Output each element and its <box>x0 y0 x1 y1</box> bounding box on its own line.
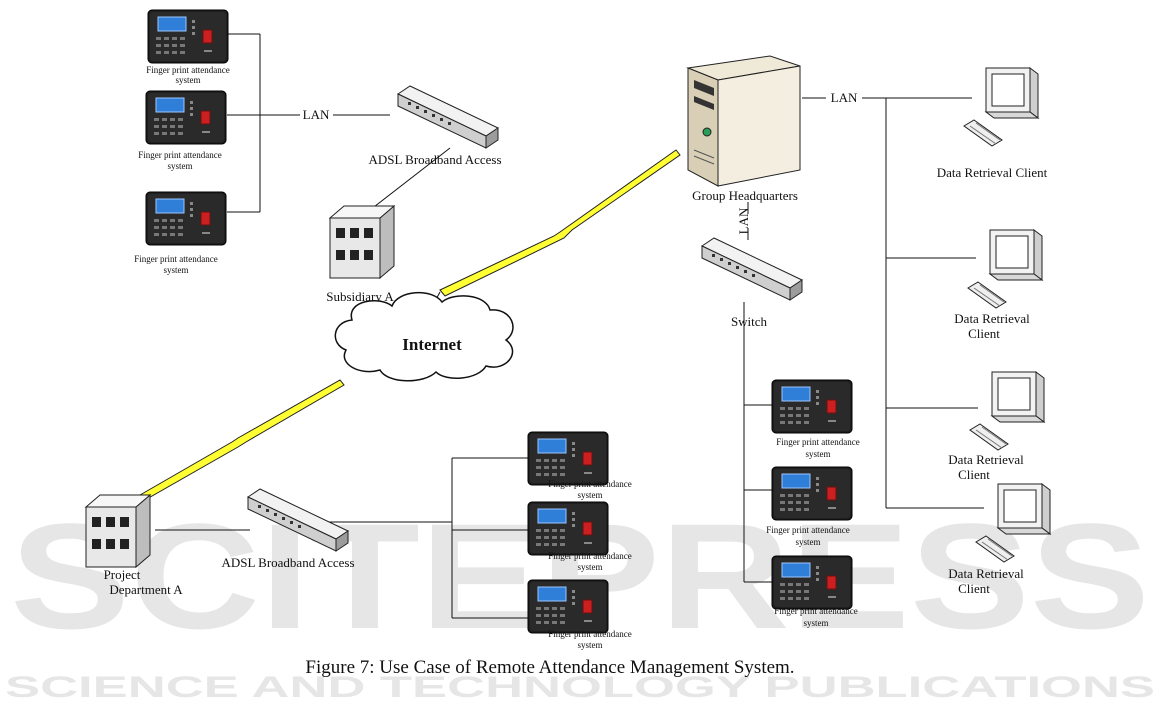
project-label: Department A <box>109 582 183 597</box>
fingerprint-label: system <box>163 265 188 275</box>
watermark-sub: SCIENCE AND TECHNOLOGY PUBLICATIONS <box>5 671 1155 702</box>
fingerprint-terminal-icon <box>147 9 229 64</box>
lan-label: LAN <box>831 90 858 105</box>
group-hq-label: Group Headquarters <box>692 188 798 203</box>
server-tower-icon <box>686 55 801 187</box>
fingerprint-label: system <box>577 640 602 650</box>
fingerprint-terminal-icon <box>527 431 609 486</box>
lan-label: LAN <box>303 107 330 122</box>
desktop-computer-icon <box>967 229 1043 309</box>
fingerprint-terminal-icon <box>771 555 853 610</box>
fingerprint-terminal-icon <box>771 379 853 434</box>
fingerprint-label: Finger print attendance <box>134 254 217 264</box>
fingerprint-terminal-icon <box>527 579 609 634</box>
fingerprint-label: system <box>577 562 602 572</box>
lightning-link-icon <box>139 379 345 501</box>
fingerprint-label: system <box>175 75 200 85</box>
fingerprint-label: Finger print attendance <box>146 65 229 75</box>
fingerprint-label: system <box>795 537 820 547</box>
client-label: Client <box>958 581 990 596</box>
client-label: Client <box>968 326 1000 341</box>
internet-label: Internet <box>402 335 462 354</box>
fingerprint-label: Finger print attendance <box>548 479 631 489</box>
client-label: Data Retrieval Client <box>937 165 1048 180</box>
adsl-label: ADSL Broadband Access <box>221 555 354 570</box>
fingerprint-terminal-icon <box>527 501 609 556</box>
adsl-router-icon <box>397 85 499 149</box>
switch-label: Switch <box>731 314 768 329</box>
fingerprint-label: Finger print attendance <box>766 525 849 535</box>
client-label: Client <box>958 467 990 482</box>
fingerprint-label: Finger print attendance <box>548 629 631 639</box>
office-building-icon <box>85 494 151 568</box>
fingerprint-terminal-icon <box>771 466 853 521</box>
fingerprint-label: Finger print attendance <box>776 437 859 447</box>
fingerprint-label: system <box>805 449 830 459</box>
client-label: Data Retrieval <box>954 311 1030 326</box>
network-wires <box>124 33 984 619</box>
internet-cloud-icon <box>334 291 514 382</box>
lightning-link-icon <box>439 149 681 297</box>
desktop-computer-icon <box>969 371 1045 451</box>
client-label: Data Retrieval <box>948 452 1024 467</box>
fingerprint-label: system <box>803 618 828 628</box>
network-switch-icon <box>701 237 803 301</box>
fingerprint-terminal-icon <box>145 90 227 145</box>
adsl-label: ADSL Broadband Access <box>368 152 501 167</box>
fingerprint-label: system <box>167 161 192 171</box>
fingerprint-terminal-icon <box>145 191 227 246</box>
client-label: Data Retrieval <box>948 566 1024 581</box>
figure-caption: Figure 7: Use Case of Remote Attendance … <box>305 657 794 678</box>
fingerprint-label: Finger print attendance <box>774 606 857 616</box>
fingerprint-label: system <box>577 490 602 500</box>
lan-label-vertical: LAN <box>736 207 751 234</box>
project-label: Project <box>104 567 141 582</box>
fingerprint-label: Finger print attendance <box>138 150 221 160</box>
fingerprint-label: Finger print attendance <box>548 551 631 561</box>
desktop-computer-icon <box>963 67 1039 147</box>
office-building-icon <box>329 205 395 279</box>
